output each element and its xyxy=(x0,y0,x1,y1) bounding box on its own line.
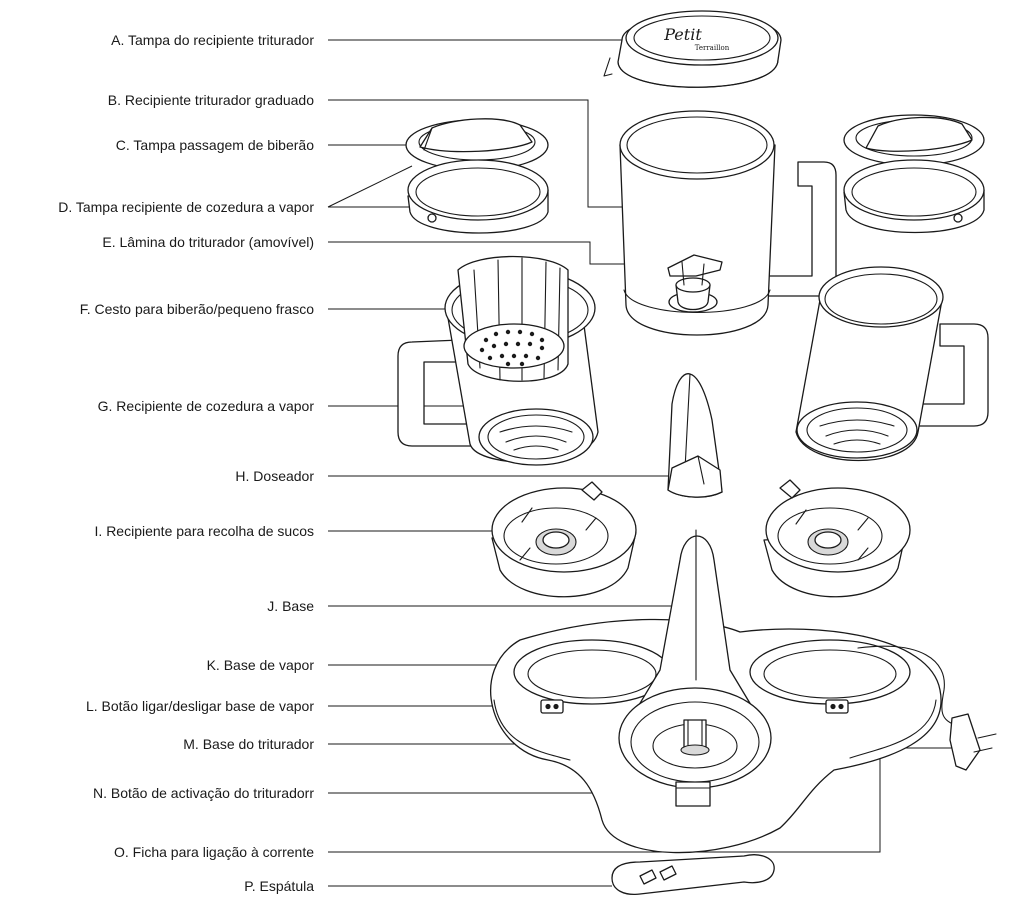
power-plug xyxy=(857,645,997,771)
steam-cooking-bowl-right xyxy=(795,266,989,462)
juice-collector-left xyxy=(491,481,637,598)
label-j: J. Base xyxy=(267,598,314,614)
label-m: M. Base do triturador xyxy=(183,736,314,752)
callout-labels: A. Tampa do recipiente triturador B. Rec… xyxy=(58,32,314,894)
steamer-lid-right xyxy=(843,159,985,234)
basket-perforations xyxy=(479,329,545,367)
removable-blade xyxy=(667,254,723,313)
blender-activation-button xyxy=(675,781,711,807)
graduated-blender-jar xyxy=(619,110,837,336)
steam-power-buttons xyxy=(540,699,849,714)
spatula xyxy=(611,854,775,896)
brand-logo-line1: Petit xyxy=(663,25,702,44)
blender-base xyxy=(618,687,772,789)
label-f: F. Cesto para biberão/pequeno frasco xyxy=(80,301,314,317)
blender-jar-lid: Petit Terraillon xyxy=(603,10,782,88)
label-o: O. Ficha para ligação à corrente xyxy=(114,844,314,860)
bottle-passage-lid-left xyxy=(405,118,549,171)
label-d: D. Tampa recipiente de cozedura a vapor xyxy=(58,199,314,215)
label-e: E. Lâmina do triturador (amovível) xyxy=(102,234,314,250)
label-n: N. Botão de activação do trituradorr xyxy=(93,785,314,801)
bottle-basket xyxy=(457,255,569,382)
label-p: P. Espátula xyxy=(244,878,314,894)
label-c: C. Tampa passagem de biberão xyxy=(116,137,314,153)
label-a: A. Tampa do recipiente triturador xyxy=(111,32,314,48)
steamer-lid-left xyxy=(407,159,549,234)
label-h: H. Doseador xyxy=(235,468,314,484)
brand-logo-line2: Terraillon xyxy=(695,44,730,52)
label-l: L. Botão ligar/desligar base de vapor xyxy=(86,698,314,714)
label-b: B. Recipiente triturador graduado xyxy=(108,92,314,108)
juice-collector-right xyxy=(763,479,911,598)
base-column xyxy=(629,529,761,721)
label-g: G. Recipiente de cozedura a vapor xyxy=(98,398,315,414)
leader-d xyxy=(327,165,415,208)
measuring-scoop xyxy=(667,373,723,498)
label-k: K. Base de vapor xyxy=(207,657,315,673)
label-i: I. Recipiente para recolha de sucos xyxy=(95,523,314,539)
leader-o xyxy=(328,747,963,853)
bottle-passage-lid-right xyxy=(843,114,985,166)
